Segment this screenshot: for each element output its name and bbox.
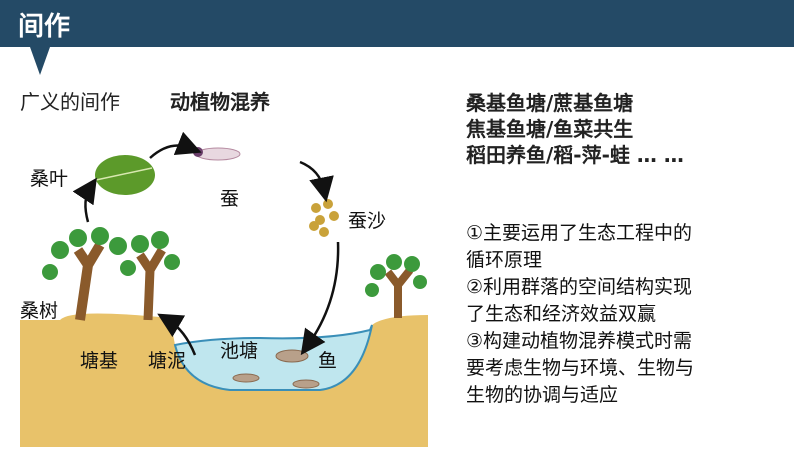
label-dike: 塘基 [80, 350, 119, 372]
principle-line: 循环原理 [466, 249, 543, 271]
principle-line: ③构建动植物混养模式时需 [466, 330, 693, 352]
title-bar: 间作 [0, 0, 794, 47]
mulberry-tree-icon [42, 227, 180, 321]
arrow-droppings-to-fish [300, 241, 340, 356]
page-title: 间作 [18, 12, 71, 42]
arrow-leaf-to-silkworm [149, 131, 202, 159]
diagram-illustration [20, 131, 428, 447]
principle-line: 生物的协调与适应 [466, 384, 619, 406]
subtitle-bold: 动植物混养 [170, 90, 270, 114]
label-pond-mud: 塘泥 [148, 350, 187, 372]
pond-water [173, 324, 373, 391]
label-fish: 鱼 [318, 350, 338, 372]
examples-list: 桑基鱼塘/蔗基鱼塘 焦基鱼塘/鱼菜共生 稻田养鱼/稻-萍-蛙 … … [466, 90, 684, 168]
title-pointer [30, 47, 50, 75]
arrow-tree-to-leaf [72, 177, 97, 223]
mulberry-dike-fish-pond-diagram: 桑叶 蚕 蚕沙 桑树 塘基 塘泥 池塘 鱼 [0, 110, 460, 447]
right-tree-icon [365, 254, 427, 318]
label-silkworm: 蚕 [220, 188, 240, 210]
mulberry-leaf-icon [95, 155, 155, 195]
label-pond: 池塘 [220, 340, 259, 362]
principle-line: 了生态和经济效益双赢 [466, 303, 657, 325]
principle-line: ②利用群落的空间结构实现 [466, 276, 693, 298]
example-item: 稻田养鱼/稻-萍-蛙 … … [466, 143, 684, 167]
dike-ground [20, 313, 428, 447]
label-silkworm-droppings: 蚕沙 [348, 210, 387, 232]
principles-text: ①主要运用了生态工程中的 循环原理 ②利用群落的空间结构实现 了生态和经济效益双… [466, 220, 766, 409]
example-item: 桑基鱼塘/蔗基鱼塘 [466, 91, 634, 115]
subtitle: 广义的间作 [20, 90, 120, 114]
example-item: 焦基鱼塘/鱼菜共生 [466, 117, 634, 141]
principle-line: 要考虑生物与环境、生物与 [466, 357, 695, 379]
label-mulberry-tree: 桑树 [20, 300, 59, 322]
fish-icon [232, 349, 320, 389]
silkworm-icon [193, 147, 241, 161]
principle-line: ①主要运用了生态工程中的 [466, 222, 693, 244]
arrow-silkworm-to-droppings [299, 160, 334, 203]
label-mulberry-leaf: 桑叶 [30, 168, 69, 190]
silkworm-droppings-icon [309, 199, 339, 237]
arrow-mud-to-tree [157, 313, 197, 356]
